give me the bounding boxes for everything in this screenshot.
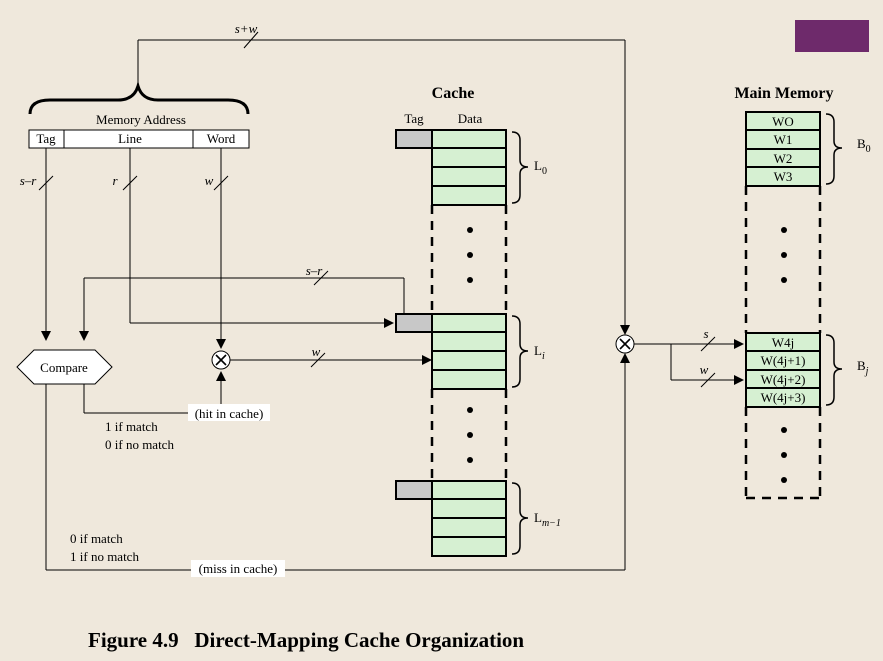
hit-if-no-match: 0 if no match bbox=[105, 437, 174, 452]
memory-word: W2 bbox=[774, 151, 793, 166]
word-bus-label: w bbox=[312, 344, 321, 359]
miss-label-box bbox=[191, 560, 285, 577]
memory-w-label: w bbox=[700, 362, 709, 377]
memory-s-label: s bbox=[703, 326, 708, 341]
memory-block-0-label: B0 bbox=[857, 136, 871, 155]
cache-line-m-1-label: Lm−1 bbox=[534, 510, 561, 529]
word-bits-label: w bbox=[205, 173, 214, 188]
memory-block-j bbox=[745, 332, 821, 408]
tag-bus-label: s–r bbox=[306, 263, 324, 278]
cache-line-group-m-1 bbox=[395, 480, 507, 557]
memory-word: W1 bbox=[774, 132, 793, 147]
figure-caption: Figure 4.9 Direct-Mapping Cache Organiza… bbox=[88, 628, 524, 652]
address-field-line: Line bbox=[118, 131, 142, 146]
compare-block bbox=[16, 349, 113, 385]
address-field-box bbox=[28, 129, 250, 149]
cache-line-0-brace bbox=[511, 131, 529, 204]
compare-label: Compare bbox=[40, 360, 88, 375]
hit-label-box bbox=[188, 404, 270, 421]
memory-word: WO bbox=[772, 114, 794, 129]
cache-data-header: Data bbox=[458, 111, 483, 126]
memory-ellipsis-dots bbox=[781, 227, 787, 483]
hit-label: (hit in cache) bbox=[195, 406, 264, 421]
memory-word: W(4j+3) bbox=[761, 390, 806, 405]
address-brace bbox=[28, 80, 250, 115]
cache-tag-header: Tag bbox=[404, 111, 424, 126]
memory-dashed-sides bbox=[744, 186, 822, 500]
cache-line-0-label: L0 bbox=[534, 158, 547, 177]
memory-word: W3 bbox=[774, 169, 793, 184]
memory-block-j-brace bbox=[825, 334, 843, 406]
cache-ellipsis-dots bbox=[467, 227, 473, 463]
cache-dashed-sides bbox=[430, 205, 508, 481]
main-memory-title: Main Memory bbox=[734, 85, 833, 102]
address-field-word: Word bbox=[207, 131, 236, 146]
memory-block-0-brace bbox=[825, 113, 843, 185]
line-bits-label: r bbox=[112, 173, 118, 188]
top-bus-label: s+w bbox=[235, 21, 258, 36]
cache-title: Cache bbox=[432, 85, 475, 102]
miss-if-no-match: 1 if no match bbox=[70, 549, 139, 564]
memory-block-j-label: Bj bbox=[857, 358, 869, 377]
memory-address-title: Memory Address bbox=[96, 112, 186, 127]
hit-if-match: 1 if match bbox=[105, 419, 158, 434]
memory-word: W(4j+2) bbox=[761, 372, 806, 387]
cache-line-m-1-brace bbox=[511, 482, 529, 555]
cache-line-i-label: Li bbox=[534, 343, 545, 362]
memory-word: W4j bbox=[772, 335, 794, 350]
miss-label: (miss in cache) bbox=[199, 561, 278, 576]
tag-bits-label: s–r bbox=[20, 173, 38, 188]
memory-block-0 bbox=[745, 111, 821, 187]
cache-line-group-0 bbox=[395, 129, 507, 206]
accent-box bbox=[795, 20, 869, 52]
cache-line-group-i bbox=[395, 313, 507, 390]
miss-if-match: 0 if match bbox=[70, 531, 123, 546]
address-field-tag: Tag bbox=[36, 131, 56, 146]
memory-word: W(4j+1) bbox=[761, 353, 806, 368]
cache-line-i-brace bbox=[511, 315, 529, 388]
